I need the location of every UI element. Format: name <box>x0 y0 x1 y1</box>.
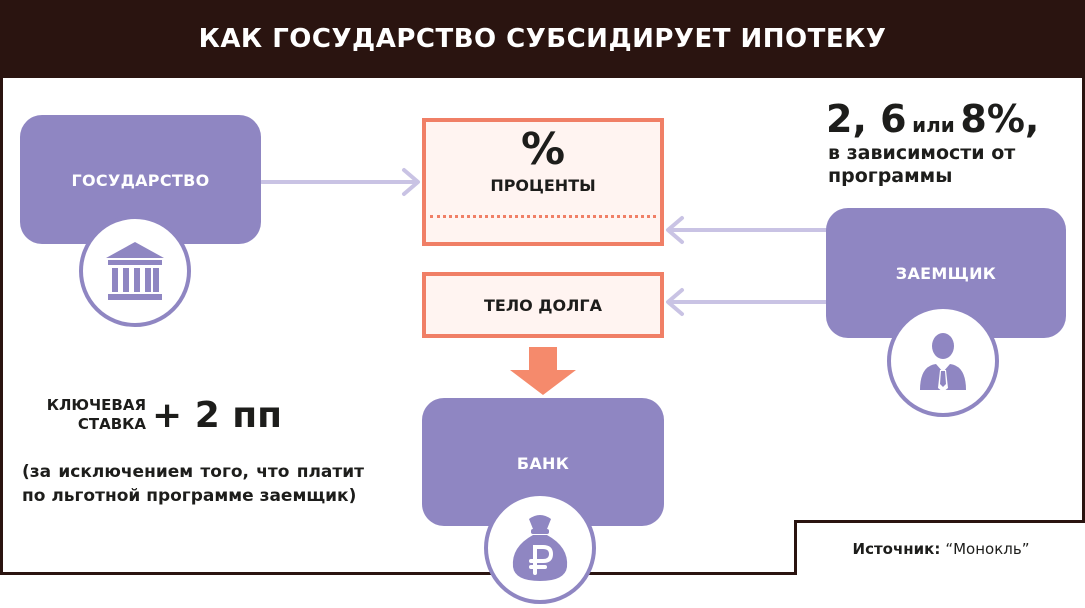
state-icon-circle <box>79 215 191 327</box>
arrow-borrower-to-principal <box>666 288 828 316</box>
source-note: Источник: “Монокль” <box>794 520 1085 575</box>
rate-values: 2, 6 <box>826 97 907 141</box>
ruble-money-bag-icon <box>512 515 568 581</box>
bank-label: БАНК <box>516 454 570 473</box>
principal-box: ТЕЛО ДОЛГА <box>422 272 664 338</box>
key-rate-label: КЛЮЧЕВАЯ СТАВКА <box>46 396 146 433</box>
key-rate-plus: + 2 пп <box>152 395 283 436</box>
page-title: КАК ГОСУДАРСТВО СУБСИДИРУЕТ ИПОТЕКУ <box>0 0 1085 78</box>
source-value: “Монокль” <box>945 540 1030 558</box>
percent-symbol: % <box>520 124 566 175</box>
businessman-icon <box>920 333 966 392</box>
arrow-borrower-to-interest <box>666 216 828 244</box>
interest-label: ПРОЦЕНТЫ <box>490 176 596 195</box>
rate-comma: , <box>1024 97 1040 141</box>
government-building-icon <box>106 242 164 300</box>
rate-last: 8% <box>960 97 1025 141</box>
principal-label: ТЕЛО ДОЛГА <box>483 295 603 315</box>
borrower-icon-circle <box>887 305 999 417</box>
interest-divider <box>430 215 656 218</box>
state-label: ГОСУДАРСТВО <box>71 171 210 190</box>
rate-note: в зависимости от программы <box>828 142 1016 187</box>
state-box: ГОСУДАРСТВО <box>20 115 261 244</box>
interest-box: % ПРОЦЕНТЫ <box>422 118 664 246</box>
borrower-label: ЗАЕМЩИК <box>895 264 997 283</box>
bank-icon-circle <box>484 492 596 604</box>
rate-connector: или <box>912 113 955 137</box>
subsidy-rates: 2, 6 или 8%, <box>826 100 1039 138</box>
exception-note: (за исключением того, что платит по льго… <box>22 462 364 506</box>
source-label: Источник: <box>852 540 941 558</box>
arrow-state-to-interest <box>260 168 420 196</box>
arrow-principal-to-bank <box>510 347 576 395</box>
